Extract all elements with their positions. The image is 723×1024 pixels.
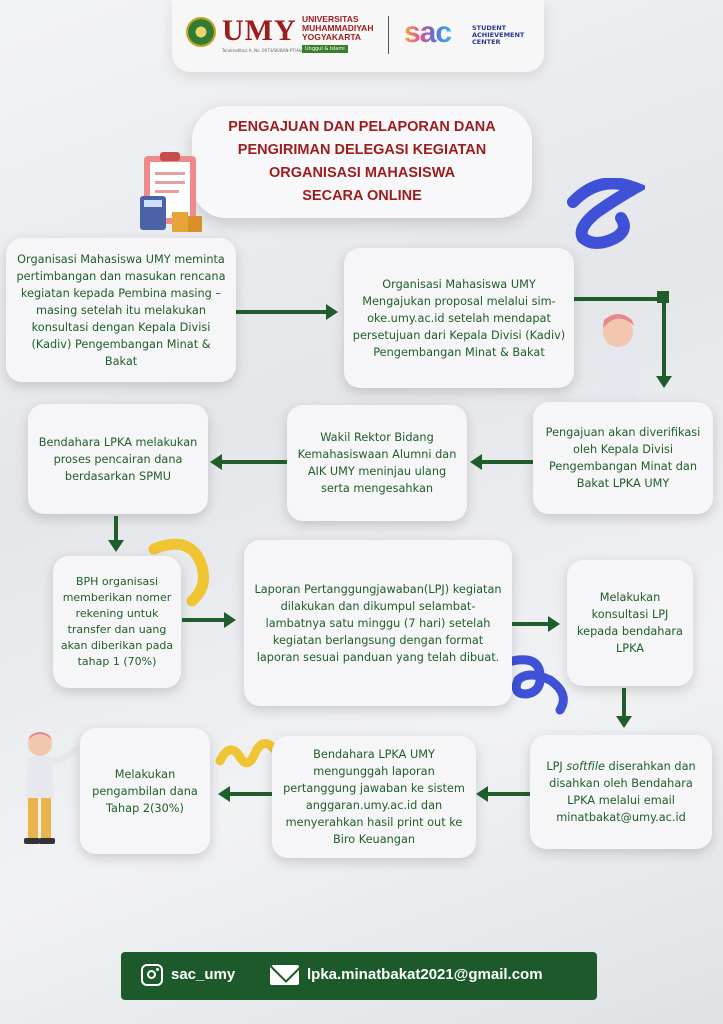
step-1-box: Organisasi Mahasiswa UMY meminta pertimb… (6, 238, 236, 382)
arrow-step3-to-step4 (482, 460, 533, 464)
step-8-text: Melakukan konsultasi LPJ kepada bendahar… (575, 589, 685, 657)
step-4-box: Wakil Rektor Bidang Kemahasiswaan Alumni… (287, 405, 467, 521)
step-6-box: BPH organisasi memberikan nomer rekening… (53, 556, 181, 688)
logo-divider (388, 16, 389, 54)
arrow-step2-to-step3-h (574, 297, 666, 301)
sac-full-name: STUDENT ACHIEVEMENT CENTER (472, 25, 532, 46)
umy-tagline: Unggul & Islami (302, 45, 348, 53)
arrowhead-right (548, 616, 560, 632)
title-line-4: SECARA ONLINE (202, 185, 522, 208)
step-7-box: Laporan Pertanggungjawaban(LPJ) kegiatan… (244, 540, 512, 706)
arrow-step10-to-step11 (230, 792, 272, 796)
step-8-box: Melakukan konsultasi LPJ kepada bendahar… (567, 560, 693, 686)
arrow-step8-to-step9 (622, 688, 626, 718)
arrowhead-right (224, 612, 236, 628)
step-5-text: Bendahara LPKA melakukan proses pencaira… (36, 434, 200, 485)
step-10-box: Bendahara LPKA UMY mengunggah laporan pe… (272, 736, 476, 858)
arrow-step6-to-step7 (182, 618, 226, 622)
instagram-icon (141, 964, 163, 986)
mail-icon (270, 965, 299, 985)
step-9-text: LPJ softfile diserahkan dan disahkan ole… (538, 758, 704, 826)
arrowhead-left (476, 786, 488, 802)
step-4-text: Wakil Rektor Bidang Kemahasiswaan Alumni… (295, 429, 459, 497)
arrowhead-left (470, 454, 482, 470)
title-line-3: ORGANISASI MAHASISWA (202, 162, 522, 185)
step-2-text: Organisasi Mahasiswa UMY Mengajukan prop… (352, 276, 566, 361)
step-2-box: Organisasi Mahasiswa UMY Mengajukan prop… (344, 248, 574, 388)
step-11-text: Melakukan pengambilan dana Tahap 2(30%) (88, 766, 202, 817)
step-1-text: Organisasi Mahasiswa UMY meminta pertimb… (14, 251, 228, 370)
softfile-italic: softfile (566, 760, 605, 773)
step-10-text: Bendahara LPKA UMY mengunggah laporan pe… (280, 746, 468, 848)
step-3-text: Pengajuan akan diverifikasi oleh Kepala … (541, 424, 705, 492)
arrowhead-left (218, 786, 230, 802)
step-5-box: Bendahara LPKA melakukan proses pencaira… (28, 404, 208, 514)
title-line-1: PENGAJUAN DAN PELAPORAN DANA (202, 116, 522, 139)
step-11-box: Melakukan pengambilan dana Tahap 2(30%) (80, 728, 210, 854)
sac-logo-text: sac (404, 16, 451, 50)
arrowhead-left (210, 454, 222, 470)
arrow-step1-to-step2 (236, 310, 328, 314)
contact-email[interactable]: lpka.minatbakat2021@gmail.com (307, 966, 543, 983)
umy-crest-icon (186, 17, 216, 47)
umy-full-name: UNIVERSITAS MUHAMMADIYAH YOGYAKARTA (302, 15, 392, 42)
person-presenting-illustration (568, 306, 664, 402)
contact-footer: sac_umy lpka.minatbakat2021@gmail.com (121, 952, 597, 1000)
title-line-2: PENGIRIMAN DELEGASI KEGIATAN (202, 139, 522, 162)
arrow-step2-to-step3-v (662, 300, 666, 378)
title-card: PENGAJUAN DAN PELAPORAN DANA PENGIRIMAN … (192, 106, 532, 218)
arrowhead-down (108, 540, 124, 552)
person-leaning-illustration (8, 728, 78, 848)
yellow-squiggle-decoration (214, 735, 278, 771)
step-6-text: BPH organisasi memberikan nomer rekening… (57, 574, 177, 670)
arrowhead-down (616, 716, 632, 728)
page-title: PENGAJUAN DAN PELAPORAN DANA PENGIRIMAN … (202, 116, 522, 208)
header-logo-bar: UMY UNIVERSITAS MUHAMMADIYAH YOGYAKARTA … (172, 0, 544, 72)
step-7-text: Laporan Pertanggungjawaban(LPJ) kegiatan… (252, 581, 504, 666)
step-9-box: LPJ softfile diserahkan dan disahkan ole… (530, 735, 712, 849)
arrow-step4-to-step5 (222, 460, 287, 464)
step-3-box: Pengajuan akan diverifikasi oleh Kepala … (533, 402, 713, 514)
swirl-decoration (555, 178, 645, 250)
umy-accreditation: Terakreditasi A, No. 0673/SK/BAN-PT/Akre… (222, 48, 312, 53)
arrow-step5-to-step6 (114, 516, 118, 542)
instagram-handle[interactable]: sac_umy (171, 966, 235, 983)
arrow-step7-to-step8 (512, 622, 550, 626)
arrowhead-right (326, 304, 338, 320)
clipboard-icon (134, 150, 214, 242)
arrow-step9-to-step10 (488, 792, 530, 796)
umy-logo-text: UMY (222, 14, 297, 48)
arrowhead-down (656, 376, 672, 388)
